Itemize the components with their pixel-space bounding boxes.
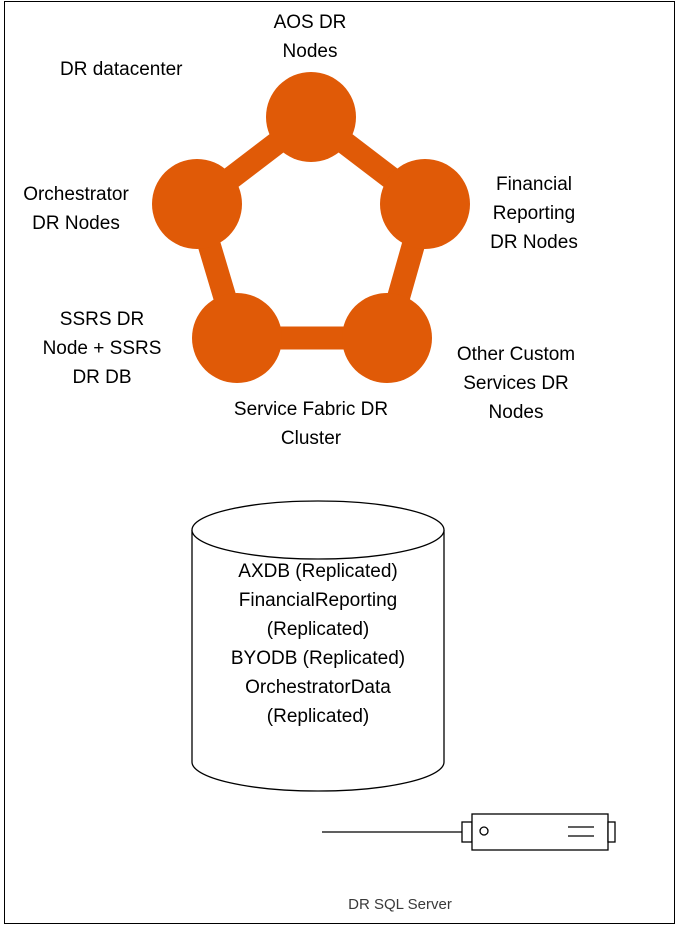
node-label-other-custom: Other Custom Services DR Nodes	[456, 344, 576, 423]
node-aos	[266, 72, 356, 162]
node-financial-reporting	[380, 159, 470, 249]
datacenter-label: DR datacenter	[60, 59, 183, 80]
node-other-custom	[342, 293, 432, 383]
diagram-frame	[4, 1, 675, 924]
node-label-financial-reporting: Financial Reporting DR Nodes	[490, 174, 578, 253]
database-body	[191, 530, 445, 792]
database-top	[191, 500, 445, 560]
database-cylinder	[191, 500, 445, 792]
node-orchestrator	[152, 159, 242, 249]
database-label: AXDB (Replicated) FinancialReporting (Re…	[230, 561, 406, 727]
node-label-ssrs: SSRS DR Node + SSRS DR DB	[42, 309, 162, 388]
server-label: DR SQL Server	[348, 896, 452, 913]
server-icon	[461, 813, 616, 851]
cluster-label: Service Fabric DR Cluster	[233, 399, 389, 449]
cluster-nodes	[152, 72, 470, 383]
node-label-orchestrator: Orchestrator DR Nodes	[23, 184, 129, 234]
node-label-aos: AOS DR Nodes	[273, 12, 347, 62]
node-ssrs	[192, 293, 282, 383]
